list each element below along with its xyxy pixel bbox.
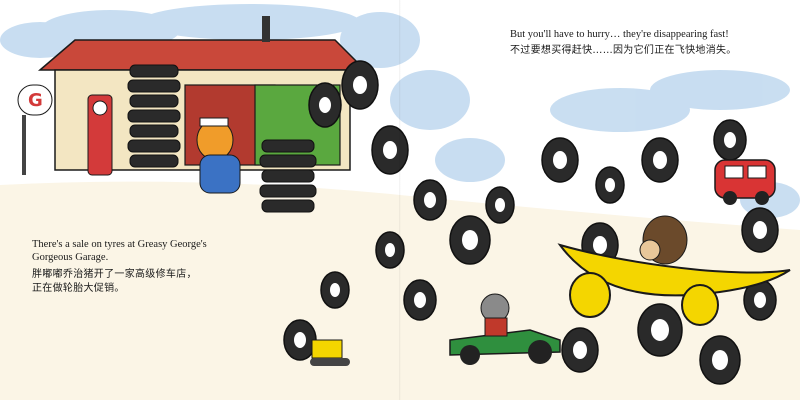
cat-mechanic (196, 117, 241, 194)
gas-pump: G (17, 84, 113, 176)
bulldozer-toy (310, 339, 350, 366)
left-page-text-zh-line1: 胖嘟嘟乔治猪开了一家高级修车店， (32, 269, 197, 280)
right-page-text-en: But you'll have to hurry… they're disapp… (510, 29, 729, 40)
page-gutter (399, 0, 401, 400)
svg-text:G: G (28, 90, 43, 111)
raccoon-driver (480, 293, 510, 337)
left-page-text-en: There's a sale on tyres at Greasy George… (32, 239, 207, 263)
left-page-text-zh-line2: 正在做轮胎大促销。 (32, 283, 125, 294)
red-van (714, 159, 776, 205)
right-page-text-zh: 不过要想买得赶快……因为它们正在飞快地消失。 (510, 45, 737, 56)
left-page-text-zh: 胖嘟嘟乔治猪开了一家高级修车店， 正在做轮胎大促销。 (32, 268, 252, 296)
banana-car (557, 243, 791, 326)
tyre-stack (127, 64, 317, 213)
hedgehog-driver (639, 215, 688, 265)
green-race-car (449, 329, 561, 365)
